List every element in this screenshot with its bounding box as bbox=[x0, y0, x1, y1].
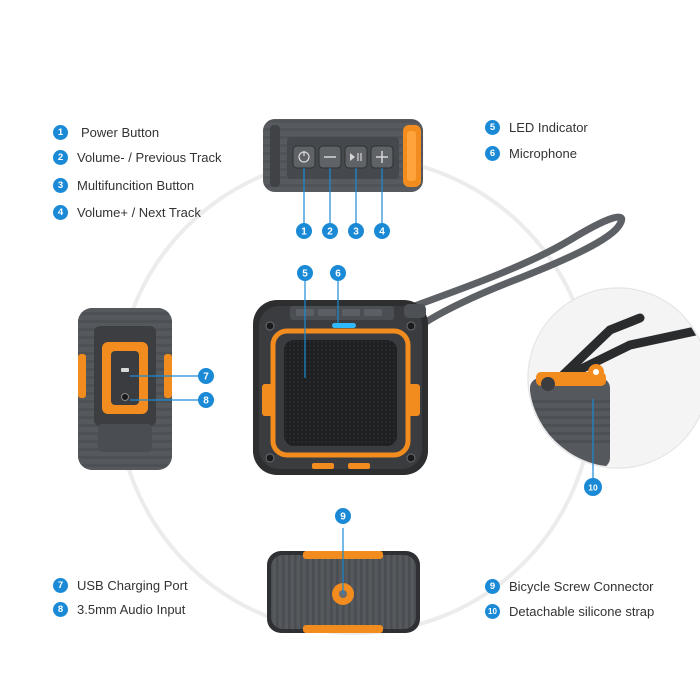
legend-item-4: 4 Volume+ / Next Track bbox=[53, 205, 201, 220]
audio-jack-icon bbox=[121, 393, 129, 401]
legend-label: Microphone bbox=[509, 146, 577, 161]
legend-number: 5 bbox=[485, 120, 500, 135]
legend-number: 3 bbox=[53, 178, 68, 193]
power-button-icon bbox=[292, 145, 316, 169]
legend-item-9: 9 Bicycle Screw Connector bbox=[485, 579, 654, 594]
strap-detail-view bbox=[527, 287, 700, 469]
volume-down-button-icon bbox=[318, 145, 342, 169]
callout-badge-4 bbox=[374, 223, 390, 239]
callout-4: 4 bbox=[379, 227, 385, 238]
legend-number: 10 bbox=[485, 604, 500, 619]
usb-port-icon bbox=[121, 368, 129, 372]
legend-number: 7 bbox=[53, 578, 68, 593]
legend-number: 4 bbox=[53, 205, 68, 220]
top-view-speaker bbox=[263, 119, 423, 192]
legend-item-5: 5 LED Indicator bbox=[485, 120, 588, 135]
legend-item-7: 7 USB Charging Port bbox=[53, 578, 188, 593]
callout-badge-1 bbox=[296, 223, 312, 239]
legend-label: Detachable silicone strap bbox=[509, 604, 655, 619]
legend-label: Volume+ / Next Track bbox=[77, 205, 201, 220]
legend-item-8: 8 3.5mm Audio Input bbox=[53, 602, 185, 617]
silicone-strap bbox=[400, 213, 626, 330]
legend-label: Power Button bbox=[81, 125, 160, 140]
callout-9: 9 bbox=[340, 512, 346, 523]
callout-6: 6 bbox=[335, 269, 341, 280]
callout-2: 2 bbox=[327, 227, 333, 238]
legend-item-6: 6 Microphone bbox=[485, 146, 577, 161]
legend-label: Volume- / Previous Track bbox=[77, 150, 222, 165]
front-view-speaker bbox=[253, 300, 428, 475]
legend-label: LED Indicator bbox=[509, 120, 588, 135]
callout-badge-3 bbox=[348, 223, 364, 239]
legend-label: USB Charging Port bbox=[77, 578, 188, 593]
legend-number: 1 bbox=[53, 125, 68, 140]
callout-badge-10 bbox=[584, 478, 602, 496]
callout-badge-2 bbox=[322, 223, 338, 239]
callout-badge-6 bbox=[330, 265, 346, 281]
callout-badge-7 bbox=[198, 368, 214, 384]
legend-item-3: 3 Multifuncition Button bbox=[53, 178, 194, 193]
speaker-grille bbox=[284, 340, 397, 446]
callout-badge-5 bbox=[297, 265, 313, 281]
legend-number: 6 bbox=[485, 146, 500, 161]
volume-up-button-icon bbox=[370, 145, 394, 169]
legend-item-2: 2 Volume- / Previous Track bbox=[53, 150, 222, 165]
legend-item-10: 10 Detachable silicone strap bbox=[485, 604, 654, 619]
callout-1: 1 bbox=[301, 227, 307, 238]
callout-3: 3 bbox=[353, 227, 359, 238]
legend-label: 3.5mm Audio Input bbox=[77, 602, 186, 617]
led-indicator-icon bbox=[332, 323, 356, 328]
legend-number: 2 bbox=[53, 150, 68, 165]
legend-label: Multifuncition Button bbox=[77, 178, 195, 193]
callout-7: 7 bbox=[203, 372, 209, 383]
multifunction-button-icon bbox=[344, 145, 368, 169]
callout-5: 5 bbox=[302, 269, 308, 280]
callout-8: 8 bbox=[203, 396, 209, 407]
legend-number: 9 bbox=[485, 579, 500, 594]
legend-label: Bicycle Screw Connector bbox=[509, 579, 654, 594]
callout-badge-8 bbox=[198, 392, 214, 408]
legend-number: 8 bbox=[53, 602, 68, 617]
legend-item-1: 1 Power Button bbox=[53, 125, 159, 140]
side-view-speaker bbox=[78, 308, 172, 470]
callout-badge-9 bbox=[335, 508, 351, 524]
callout-10: 10 bbox=[588, 483, 598, 493]
